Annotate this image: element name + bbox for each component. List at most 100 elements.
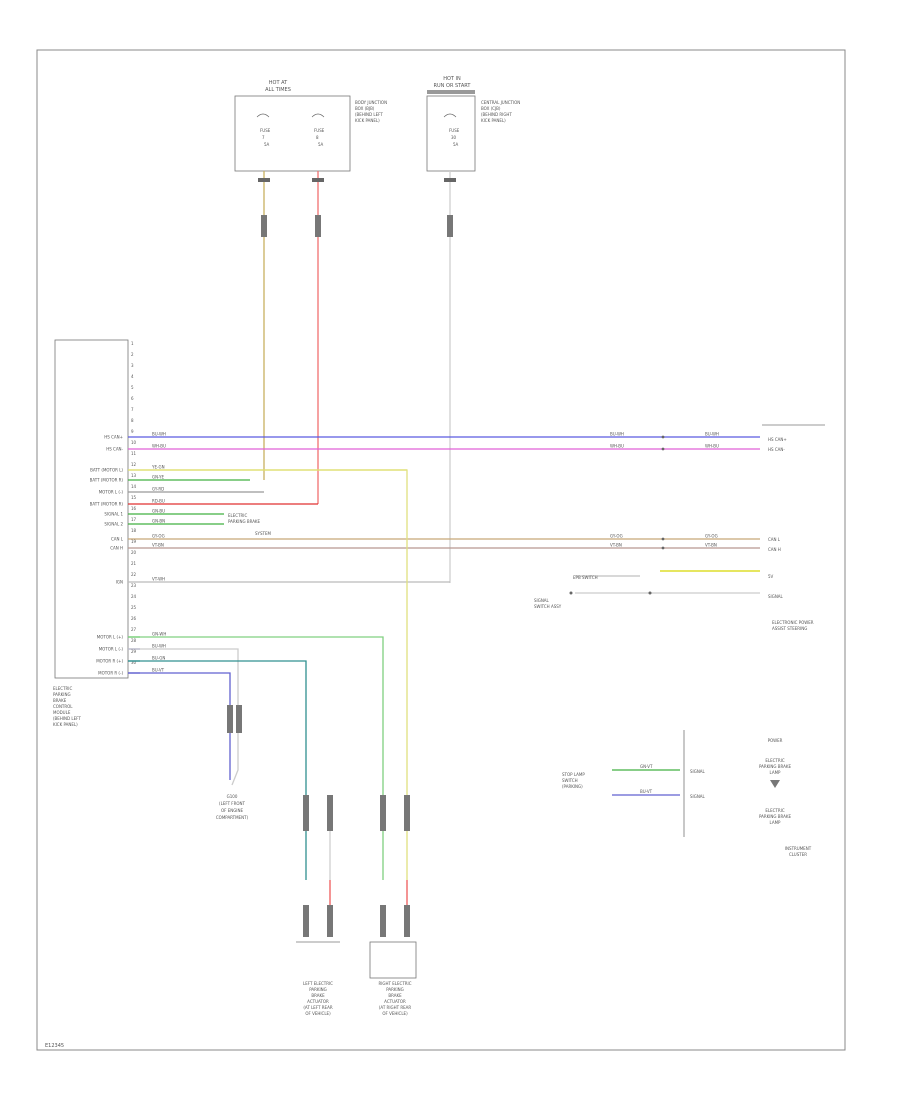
- fuse-box-1-header-line-1: HOT AT: [269, 80, 288, 86]
- control-module: 1234567891011121314151617181920212223242…: [53, 339, 137, 727]
- svg-text:OF VEHICLE): OF VEHICLE): [305, 1011, 331, 1016]
- rc-pin-can-plus: HS CAN+: [768, 437, 787, 442]
- module-pin-number: 25: [131, 605, 137, 610]
- module-pin-number: 16: [131, 506, 137, 511]
- module-pin-number: 12: [131, 462, 137, 467]
- wire-code-right-2: BU-WH: [705, 432, 719, 437]
- module-pin-number: 13: [131, 473, 137, 478]
- pin-label: CAN H: [110, 546, 123, 551]
- svg-text:ELECTRIC: ELECTRIC: [765, 758, 784, 763]
- wire-code-right: BU-WH: [610, 432, 624, 437]
- svg-text:ELECTRIC: ELECTRIC: [765, 808, 784, 813]
- wire-code-right: VT-BN: [610, 543, 622, 548]
- pin-label: MOTOR L (-): [99, 490, 124, 495]
- center-note-2: PARKING BRAKE: [228, 519, 261, 524]
- module-pin-number: 24: [131, 594, 137, 599]
- svg-text:POWER: POWER: [768, 738, 783, 743]
- module-label-line: (BEHIND LEFT: [53, 716, 81, 721]
- svg-text:PARKING BRAKE: PARKING BRAKE: [759, 764, 792, 769]
- fuse-box-2-label-4: KICK PANEL): [481, 118, 506, 123]
- pin-label: CAN L: [111, 537, 124, 542]
- pin-label: MOTOR R (+): [96, 659, 123, 664]
- svg-text:PARKING: PARKING: [386, 987, 404, 992]
- pin-label: MOTOR R (-): [98, 671, 123, 676]
- fuse-box-1-label-3: (BEHIND LEFT: [355, 112, 383, 117]
- svg-text:INSTRUMENT: INSTRUMENT: [785, 846, 812, 851]
- fuse-7-label: FUSE: [260, 128, 271, 133]
- module-pin-number: 7: [131, 407, 134, 412]
- pin-label: BATT (MOTOR R): [90, 478, 124, 483]
- module-pin-number: 23: [131, 583, 137, 588]
- svg-text:ACTUATOR: ACTUATOR: [307, 999, 329, 1004]
- fuse-30-label: FUSE: [449, 128, 460, 133]
- module-pin-number: 3: [131, 363, 134, 368]
- pin-label: MOTOR L (+): [97, 635, 124, 640]
- module-pin-number: 29: [131, 649, 137, 654]
- footer-code: E12345: [45, 1043, 64, 1049]
- wire-code: GN-YE: [152, 475, 165, 480]
- svg-text:BRAKE: BRAKE: [311, 993, 325, 998]
- wire-code: GN-BN: [152, 519, 165, 524]
- wire-code-right: WH-BU: [610, 444, 624, 449]
- pin-label: SIGNAL 1: [104, 512, 123, 517]
- module-label: ELECTRICPARKINGBRAKECONTROLMODULE(BEHIND…: [53, 686, 81, 727]
- wire-code: VT-WH: [152, 577, 165, 582]
- wire-code: GY-OG: [152, 534, 165, 539]
- svg-text:CLUSTER: CLUSTER: [789, 852, 807, 857]
- fuse-7-rating: 5A: [264, 142, 270, 147]
- module-pin-number: 4: [131, 374, 134, 379]
- wire-code: BU-VT: [152, 668, 165, 673]
- svg-text:COMPARTMENT): COMPARTMENT): [216, 815, 249, 820]
- svg-text:(PARKING): (PARKING): [562, 784, 583, 789]
- module-label-line: PARKING: [53, 692, 71, 697]
- pin-label: BATT (MOTOR L): [90, 468, 123, 473]
- svg-text:SWITCH: SWITCH: [562, 778, 578, 783]
- rc-pin-signal: SIGNAL: [768, 594, 784, 599]
- pin-row: BATT (MOTOR L)YE-GN: [90, 465, 407, 473]
- module-pin-number: 5: [131, 385, 134, 390]
- svg-text:(AT LEFT REAR: (AT LEFT REAR: [303, 1005, 332, 1010]
- epb-switch-label: EPB SWITCH: [573, 575, 598, 580]
- splice-dot: [661, 435, 665, 439]
- rc-label-1: ELECTRONIC POWER: [772, 620, 814, 625]
- svg-text:LAMP: LAMP: [770, 820, 782, 825]
- module-label-line: CONTROL: [53, 704, 73, 709]
- wire-code: VT-BN: [152, 543, 164, 548]
- fuse-box-2-label-1: CENTRAL JUNCTION: [481, 100, 520, 105]
- wire-code: GN-BU: [152, 509, 165, 514]
- splice-dot: [661, 537, 665, 541]
- module-pin-number: 1: [131, 341, 134, 346]
- module-pin-number: 11: [131, 451, 137, 456]
- ground-label: G100 (LEFT FRONT OF ENGINE COMPARTMENT): [216, 794, 249, 820]
- rc-pin-can-h: CAN H: [768, 547, 781, 552]
- module-pin-number: 15: [131, 495, 137, 500]
- center-note: ELECTRIC PARKING BRAKE SYSTEM: [228, 513, 271, 536]
- center-note-1: ELECTRIC: [228, 513, 247, 518]
- fuse-box-1: HOT AT ALL TIMES FUSE 7 5A FUSE 8 5A BOD…: [234, 80, 387, 172]
- fuse-8-rating: 5A: [318, 142, 324, 147]
- splice-dot: [661, 447, 665, 451]
- module-pin-number: 6: [131, 396, 134, 401]
- wire-code: GN-WH: [152, 632, 166, 637]
- svg-text:(AT RIGHT REAR: (AT RIGHT REAR: [379, 1005, 412, 1010]
- fuse-box-1-label-1: BODY JUNCTION: [355, 100, 387, 105]
- svg-text:BRAKE: BRAKE: [388, 993, 402, 998]
- pin-label: MOTOR L (-): [99, 647, 124, 652]
- instrument-cluster: STOP LAMP SWITCH (PARKING) GN-VT BU-VT S…: [562, 730, 812, 857]
- splice-dot: [661, 546, 665, 550]
- rc-ref-2: SWITCH ASSY: [534, 604, 562, 609]
- module-pin-number: 20: [131, 550, 137, 555]
- fuse-box-1-label-2: BOX (BJB): [355, 106, 375, 111]
- svg-text:(LEFT FRONT: (LEFT FRONT: [219, 801, 245, 806]
- fuse-box-2-label-2: BOX (CJB): [481, 106, 501, 111]
- module-pin-number: 27: [131, 627, 137, 632]
- svg-text:SIGNAL: SIGNAL: [690, 794, 706, 799]
- module-pin-number: 14: [131, 484, 137, 489]
- module-pin-numbers: 1234567891011121314151617181920212223242…: [131, 341, 137, 665]
- fuse-7-number: 7: [262, 135, 265, 140]
